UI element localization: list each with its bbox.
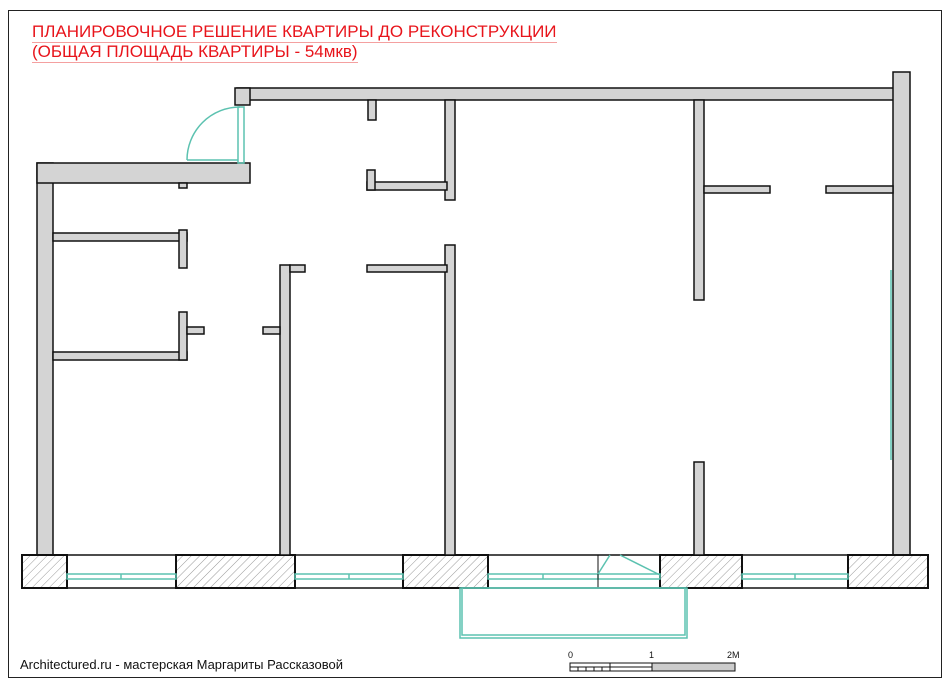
interior-wall [703,185,771,194]
facade-pier [175,554,296,589]
interior-wall [289,264,306,273]
window [294,573,404,580]
interior-wall [366,169,376,191]
facade-pier [847,554,929,589]
drawing-frame [8,10,942,678]
window [66,573,177,580]
balcony-door [597,554,661,588]
interior-wall [444,99,456,201]
scale-label-0: 0 [568,650,573,660]
entrance-door [186,106,245,164]
interior-wall [186,326,205,335]
top-exterior-wall [236,87,910,101]
interior-wall [367,99,377,121]
window [487,573,661,580]
entry-wall-stub [234,87,251,106]
scale-label-2m: 2М [727,650,740,660]
facade-pier [659,554,743,589]
interior-wall [279,264,291,556]
interior-wall [52,232,188,242]
interior-wall [444,244,456,556]
interior-wall [825,185,894,194]
scale-label-1: 1 [649,650,654,660]
balcony [459,587,688,639]
interior-wall [366,264,448,273]
facade-pier [402,554,489,589]
interior-wall [178,229,188,269]
plan-title: ПЛАНИРОВОЧНОЕ РЕШЕНИЕ КВАРТИРЫ ДО РЕКОНС… [32,22,557,43]
upper-left-stub [178,182,188,189]
facade-pier [21,554,68,589]
window [741,573,849,580]
interior-wall [693,99,705,301]
plan-subtitle-area: (ОБЩАЯ ПЛОЩАДЬ КВАРТИРЫ - 54мкв) [32,42,358,63]
left-exterior-wall [36,162,54,556]
interior-wall [366,181,448,191]
scale-bar: 0 1 2М [568,650,740,672]
interior-wall [178,311,188,361]
interior-wall [693,461,705,556]
upper-left-wall [36,162,251,184]
right-exterior-wall [892,71,911,556]
interior-wall [52,351,188,361]
interior-wall [262,326,281,335]
credit-text: Architectured.ru - мастерская Маргариты … [20,657,343,672]
